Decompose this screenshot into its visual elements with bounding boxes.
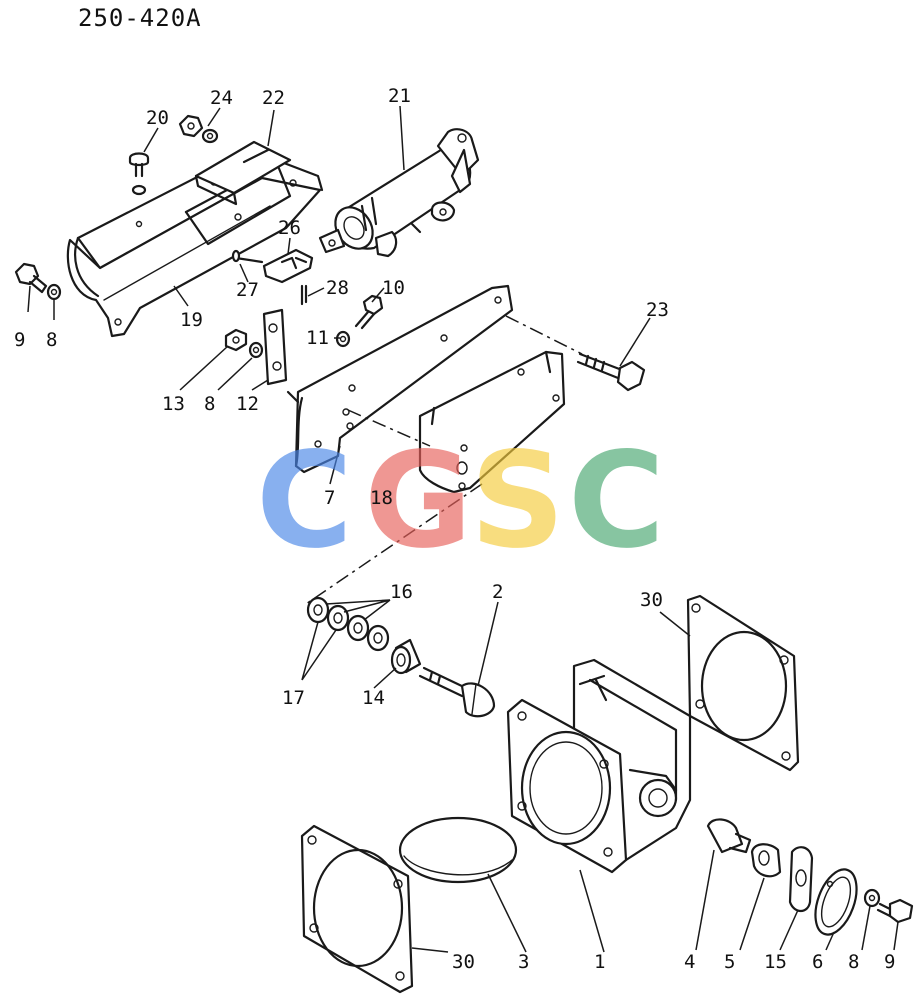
callout-label: 15	[764, 951, 787, 973]
callout-label: 8	[848, 951, 859, 973]
callout-labels: 20 24 22 21 26 27 28 10 9 8 19 11 23 13 …	[14, 85, 895, 973]
part-21-cylinder	[318, 128, 480, 258]
part-16-17-washers	[306, 596, 390, 652]
part-5-bushing	[750, 843, 782, 878]
part-12-link	[262, 308, 288, 386]
part-9-bolt-left	[14, 262, 48, 294]
part-13-nut	[224, 328, 248, 352]
part-26-clip	[262, 248, 314, 284]
watermark-letter: C	[256, 424, 353, 578]
part-3-cover	[398, 816, 518, 884]
part-28-cotter	[300, 284, 308, 306]
callout-label: 19	[180, 309, 203, 331]
callout-label: 23	[646, 299, 669, 321]
callout-label: 26	[278, 217, 301, 239]
part-8-washer-left	[46, 283, 62, 301]
callout-label: 22	[262, 87, 285, 109]
callout-label: 6	[812, 951, 823, 973]
part-27-pin	[231, 249, 264, 264]
callout-label: 10	[382, 277, 405, 299]
part-9-bolt-right	[876, 898, 914, 924]
part-8-washer-right	[863, 888, 881, 908]
callout-label: 11	[306, 327, 329, 349]
callout-label: 3	[518, 951, 529, 973]
callout-label: 2	[492, 581, 503, 603]
callout-label: 30	[452, 951, 475, 973]
callout-label: 8	[204, 393, 215, 415]
part-6-cover	[814, 868, 858, 936]
part-20-screw	[128, 152, 150, 196]
watermark: C G S C	[256, 424, 665, 578]
callout-label: 8	[46, 329, 57, 351]
part-4-plug	[706, 818, 752, 854]
callout-label: 16	[390, 581, 413, 603]
part-30-gasket-left	[300, 824, 414, 994]
watermark-letter: C	[568, 424, 665, 578]
callout-label: 27	[236, 279, 259, 301]
watermark-letter: S	[470, 424, 565, 578]
assembly-lines	[305, 315, 583, 605]
part-2-shaft	[418, 666, 496, 718]
part-8-washer-mid	[248, 341, 264, 359]
callout-label: 18	[370, 487, 393, 509]
callout-label: 9	[14, 329, 25, 351]
part-24-nut	[178, 114, 219, 144]
part-18-plate	[418, 350, 566, 494]
part-30-gasket-right	[686, 594, 800, 772]
part-1-housing	[506, 658, 692, 874]
part-15-gasket	[788, 846, 814, 913]
callout-label: 4	[684, 951, 695, 973]
callout-label: 12	[236, 393, 259, 415]
part-14-bushing	[390, 638, 422, 675]
part-10-bolt	[354, 294, 384, 330]
callout-label: 24	[210, 87, 233, 109]
callout-label: 17	[282, 687, 305, 709]
callout-label: 21	[388, 85, 411, 107]
callout-label: 5	[724, 951, 735, 973]
callout-label: 13	[162, 393, 185, 415]
watermark-letter: G	[364, 424, 472, 578]
leader-lines	[27, 105, 899, 953]
callout-label: 14	[362, 687, 385, 709]
part-22-plate	[194, 140, 292, 206]
callout-label: 28	[326, 277, 349, 299]
callout-label: 1	[594, 951, 605, 973]
part-23-bolt	[576, 352, 646, 392]
callout-label: 30	[640, 589, 663, 611]
callout-label: 9	[884, 951, 895, 973]
callout-label: 20	[146, 107, 169, 129]
part-7-plate	[286, 284, 514, 474]
part-11-nut	[335, 330, 351, 348]
drawing-code: 250-420A	[78, 4, 202, 32]
callout-label: 7	[324, 487, 335, 509]
